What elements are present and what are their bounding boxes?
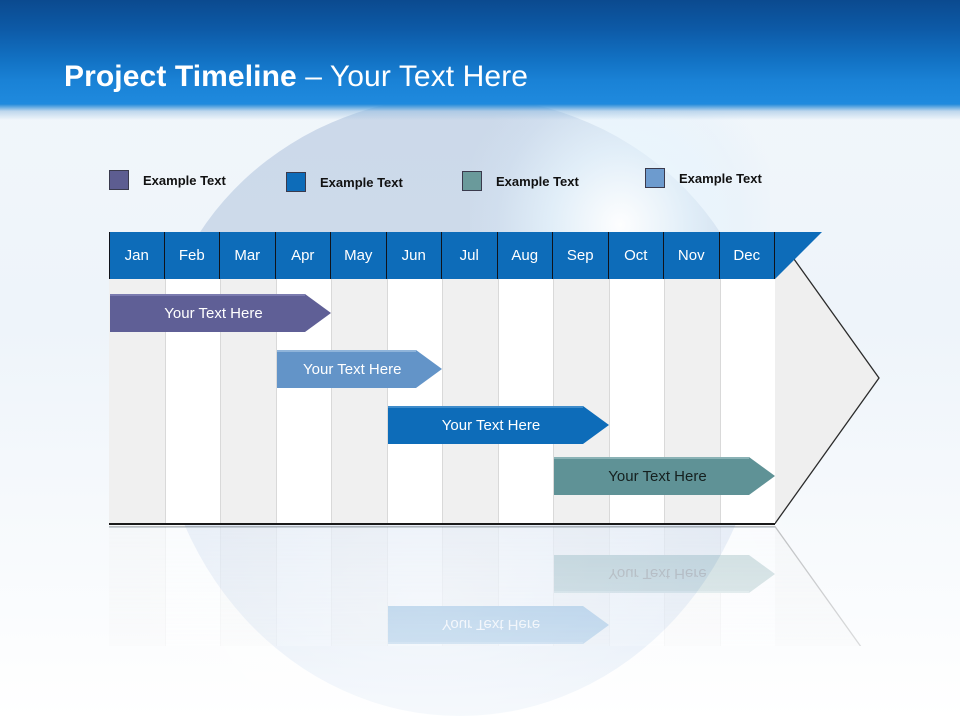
task-bar-arrowhead	[749, 457, 775, 495]
task-bar-arrowhead	[416, 350, 442, 388]
task-bar[interactable]: Your Text Here	[387, 406, 609, 444]
task-bar[interactable]: Your Text Here	[276, 350, 442, 388]
month-header-jul[interactable]: Jul	[442, 232, 498, 279]
grid-bottom-rule	[109, 526, 775, 527]
column-divider	[386, 279, 388, 524]
legend-item-label: Example Text	[496, 173, 579, 189]
month-column	[497, 232, 553, 524]
task-bar-label: Your Text Here	[303, 360, 402, 378]
legend-swatch-purple	[109, 170, 129, 190]
header-arrow-corner	[775, 232, 822, 279]
title-banner	[0, 0, 960, 104]
task-bar-body	[387, 406, 583, 444]
title-banner-fade	[0, 104, 960, 120]
page-title: Project Timeline – Your Text Here	[64, 60, 528, 94]
month-header-oct[interactable]: Oct	[608, 232, 664, 279]
legend-swatch-teal	[462, 171, 482, 191]
column-divider	[331, 279, 332, 524]
column-divider	[220, 279, 221, 524]
column-divider	[331, 526, 332, 646]
page-title-bold: Project Timeline	[64, 60, 297, 93]
column-divider	[164, 279, 166, 524]
legend-item[interactable]: Example Text	[109, 170, 226, 190]
task-bar[interactable]: Your Text Here	[554, 457, 775, 495]
column-divider	[275, 279, 277, 524]
legend-swatch-lightblue	[645, 168, 665, 188]
month-header-mar[interactable]: Mar	[220, 232, 276, 279]
month-column	[331, 526, 387, 646]
month-column	[109, 526, 165, 646]
legend-item-label: Example Text	[679, 170, 762, 186]
column-divider	[553, 279, 554, 524]
column-divider	[664, 279, 665, 524]
column-divider	[275, 526, 277, 646]
column-divider	[719, 279, 721, 524]
task-bar-arrowhead	[582, 406, 609, 444]
timeline-arrow-outline	[109, 526, 880, 646]
month-header-apr[interactable]: Apr	[275, 232, 331, 279]
legend-item[interactable]: Example Text	[462, 171, 579, 191]
month-header-jun[interactable]: Jun	[386, 232, 442, 279]
month-header-sep[interactable]: Sep	[553, 232, 609, 279]
legend-item[interactable]: Example Text	[645, 168, 762, 188]
task-bar-label: Your Text Here	[441, 616, 541, 634]
task-bar-arrowhead	[582, 606, 609, 644]
legend-swatch-blue	[286, 172, 306, 192]
month-column	[164, 526, 220, 646]
month-header-may[interactable]: May	[331, 232, 387, 279]
month-column	[109, 232, 165, 524]
month-header-dec[interactable]: Dec	[719, 232, 775, 279]
month-header-aug[interactable]: Aug	[497, 232, 553, 279]
task-bar: Your Text Here	[387, 606, 609, 644]
page-title-light: – Your Text Here	[296, 60, 529, 93]
month-column	[275, 526, 331, 646]
month-header-feb[interactable]: Feb	[164, 232, 220, 279]
month-column	[220, 526, 276, 646]
task-bar: Your Text Here	[554, 555, 775, 593]
task-bar-label: Your Text Here	[608, 467, 707, 485]
task-bar-body	[110, 294, 305, 332]
column-divider	[608, 279, 610, 524]
column-divider	[442, 279, 443, 524]
task-bar-body	[276, 350, 416, 388]
month-header-jan[interactable]: Jan	[109, 232, 165, 279]
task-bar-arrowhead	[749, 555, 775, 593]
reflection-divider	[109, 527, 775, 528]
month-column	[220, 232, 276, 524]
task-bar-arrowhead	[305, 294, 331, 332]
task-bar[interactable]: Your Text Here	[110, 294, 331, 332]
month-column	[442, 232, 498, 524]
column-divider	[164, 526, 166, 646]
month-header-nov[interactable]: Nov	[664, 232, 720, 279]
task-bar-label: Your Text Here	[608, 565, 707, 583]
task-bar-label: Your Text Here	[441, 416, 541, 434]
month-column	[164, 232, 220, 524]
task-bar-body	[554, 457, 749, 495]
task-bar-label: Your Text Here	[164, 304, 263, 322]
legend-item[interactable]: Example Text	[286, 172, 403, 192]
column-divider	[497, 279, 499, 524]
grid-bottom-rule	[109, 523, 775, 525]
column-divider	[220, 526, 221, 646]
legend-item-label: Example Text	[143, 172, 226, 188]
legend-item-label: Example Text	[320, 174, 403, 190]
